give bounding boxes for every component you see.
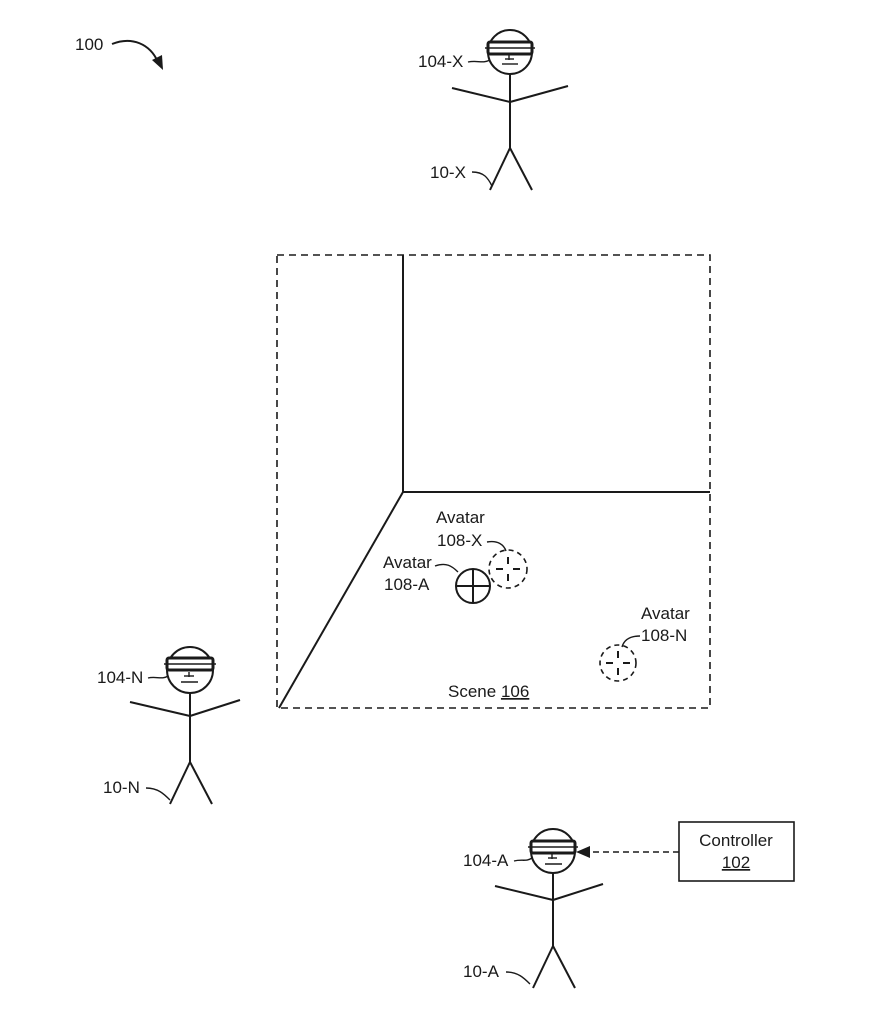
scene-floor-left-edge bbox=[278, 491, 404, 709]
user-x-figure bbox=[451, 29, 569, 191]
avatar-n-label-line2: 108-N bbox=[641, 626, 687, 645]
avatar-n-label-line1: Avatar bbox=[641, 604, 690, 623]
figure-ref-label: 100 bbox=[75, 35, 103, 54]
avatar-n-icon bbox=[599, 644, 637, 682]
headset-a-leader bbox=[513, 857, 533, 862]
user-x-label: 10-X bbox=[430, 163, 466, 182]
headset-a-label: 104-A bbox=[463, 851, 509, 870]
avatar-x-leader bbox=[486, 540, 507, 552]
avatar-a-icon bbox=[455, 568, 491, 604]
controller-label: Controller bbox=[699, 831, 773, 850]
headset-x-leader bbox=[467, 59, 491, 63]
controller-number: 102 bbox=[722, 853, 750, 872]
avatar-x-label-line2: 108-X bbox=[437, 531, 482, 550]
headset-n-label: 104-N bbox=[97, 668, 143, 687]
scene-boundary bbox=[276, 254, 711, 709]
headset-x-label: 104-X bbox=[418, 52, 463, 71]
user-a-label: 10-A bbox=[463, 962, 500, 981]
controller-link-arrowhead bbox=[576, 846, 590, 858]
avatar-n-leader bbox=[621, 635, 641, 648]
user-a-figure bbox=[494, 828, 604, 989]
user-x-leader bbox=[471, 171, 493, 187]
user-n-leader bbox=[145, 787, 171, 801]
figure-ref-arrowhead bbox=[152, 55, 163, 70]
avatar-x-icon bbox=[488, 549, 528, 589]
avatar-a-label-line2: 108-A bbox=[384, 575, 430, 594]
user-n-figure bbox=[129, 646, 241, 805]
avatar-a-label-line1: Avatar bbox=[383, 553, 432, 572]
avatar-x-label-line1: Avatar bbox=[436, 508, 485, 527]
figure-ref-arrow bbox=[111, 39, 159, 63]
avatar-a-leader bbox=[434, 563, 459, 573]
scene-label: Scene 106 bbox=[448, 682, 529, 701]
user-a-leader bbox=[505, 971, 531, 985]
headset-n-leader bbox=[147, 675, 169, 679]
user-n-label: 10-N bbox=[103, 778, 140, 797]
